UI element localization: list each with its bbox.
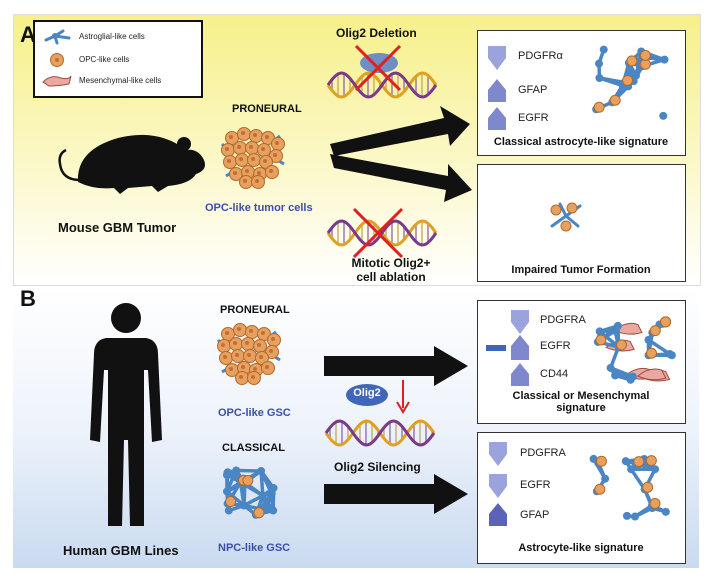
pdgfra-down-arrow-icon <box>488 46 506 70</box>
pdgfra-b2-down-arrow-icon <box>489 442 507 466</box>
arrow-to-astrocyte-icon <box>324 474 468 514</box>
classical-astrocyte-box <box>477 30 686 156</box>
panel-a-letter: A <box>20 22 36 47</box>
classical-human-cluster-icon <box>222 466 278 519</box>
box-a1-marker-1: PDGFRα <box>518 50 563 62</box>
panel-a-cells-label: OPC-like tumor cells <box>205 202 313 214</box>
mouse-tumor-label: Mouse GBM Tumor <box>58 220 177 235</box>
box-a2-signature: Impaired Tumor Formation <box>511 264 651 276</box>
box-a1-signature: Classical astrocyte-like signature <box>493 136 669 148</box>
dna-helix-bottom-icon <box>324 419 436 447</box>
egfr-b1-updown-icon <box>486 335 529 360</box>
astrocyte-network-b2-icon <box>589 454 670 521</box>
arrow-to-mesenchymal-icon <box>324 346 468 386</box>
olig2-silencing-label: Olig2 Silencing <box>334 460 421 474</box>
box-b1-signature: Classical or Mesenchymal signature <box>478 390 684 414</box>
red-down-arrow-icon <box>396 380 410 414</box>
mesenchymal-legend-icon <box>42 75 72 87</box>
dna-helix-top-icon <box>326 71 438 99</box>
astrocyte-like-box <box>477 432 686 564</box>
arrow-to-impaired-icon <box>330 154 472 202</box>
egfr-up-arrow-icon <box>488 107 506 130</box>
dna-helix-mid-icon <box>326 219 438 247</box>
box-b1-signature-line1: Classical or Mesenchymal <box>512 390 650 402</box>
legend-astroglial-label: Astroglial-like cells <box>79 32 145 41</box>
gfap-b2-up-arrow-icon <box>489 503 507 526</box>
astrocyte-network-icon <box>592 45 669 120</box>
box-b2-marker-2: EGFR <box>520 479 551 491</box>
gfap-up-arrow-icon <box>488 79 506 102</box>
box-b1-signature-line2: signature <box>556 402 606 414</box>
panel-a-proneural-label: PRONEURAL <box>232 103 302 115</box>
egfr-b2-down-arrow-icon <box>489 474 507 498</box>
box-b2-marker-1: PDGFRA <box>520 447 566 459</box>
astroglial-legend-icon <box>44 29 71 45</box>
olig2-protein-icon <box>346 384 388 406</box>
pdgfra-b1-down-arrow-icon <box>511 310 529 334</box>
box-b2-signature: Astrocyte-like signature <box>518 542 644 554</box>
proneural-mouse-cluster-icon <box>220 127 285 189</box>
olig2-deletion-label: Olig2 Deletion <box>336 26 417 40</box>
impaired-tumor-box <box>477 164 686 282</box>
mouse-silhouette-icon <box>58 134 205 194</box>
box-b1-marker-1: PDGFRA <box>540 314 586 326</box>
human-lines-label: Human GBM Lines <box>63 543 179 558</box>
arrow-to-classical-icon <box>330 106 470 156</box>
ablation-line2: cell ablation <box>356 270 426 284</box>
legend-mesenchymal-label: Mesenchymal-like cells <box>79 76 162 85</box>
sparse-cells-icon <box>550 202 582 232</box>
olig2-protein-label: Olig2 <box>353 387 381 399</box>
red-x-top-icon <box>354 44 402 92</box>
legend-opc-label: OPC-like cells <box>79 55 130 64</box>
box-b1-marker-3: CD44 <box>540 368 569 380</box>
ablation-line1: Mitotic Olig2+ <box>351 256 431 270</box>
panel-b-letter: B <box>20 286 36 311</box>
box-a1-marker-3: EGFR <box>518 112 549 124</box>
ablation-label: Mitotic Olig2+ cell ablation <box>344 256 438 284</box>
human-silhouette-icon <box>90 303 162 526</box>
box-b1-marker-2: EGFR <box>540 340 571 352</box>
opc-legend-icon <box>50 53 64 67</box>
panel-b-opc-label: OPC-like GSC <box>218 407 291 419</box>
box-a1-marker-2: GFAP <box>518 84 548 96</box>
mesenchymal-network-icon <box>593 316 676 384</box>
proneural-human-cluster-icon <box>216 323 281 385</box>
cd44-up-arrow-icon <box>511 363 529 386</box>
box-b2-marker-3: GFAP <box>520 509 550 521</box>
panel-b-proneural-label: PRONEURAL <box>220 304 290 316</box>
red-x-mid-icon <box>352 207 404 259</box>
legend: Astroglial-like cells OPC-like cells Mes… <box>33 20 203 98</box>
panel-b-npc-label: NPC-like GSC <box>218 542 291 554</box>
panel-b-classical-label: CLASSICAL <box>222 442 285 454</box>
